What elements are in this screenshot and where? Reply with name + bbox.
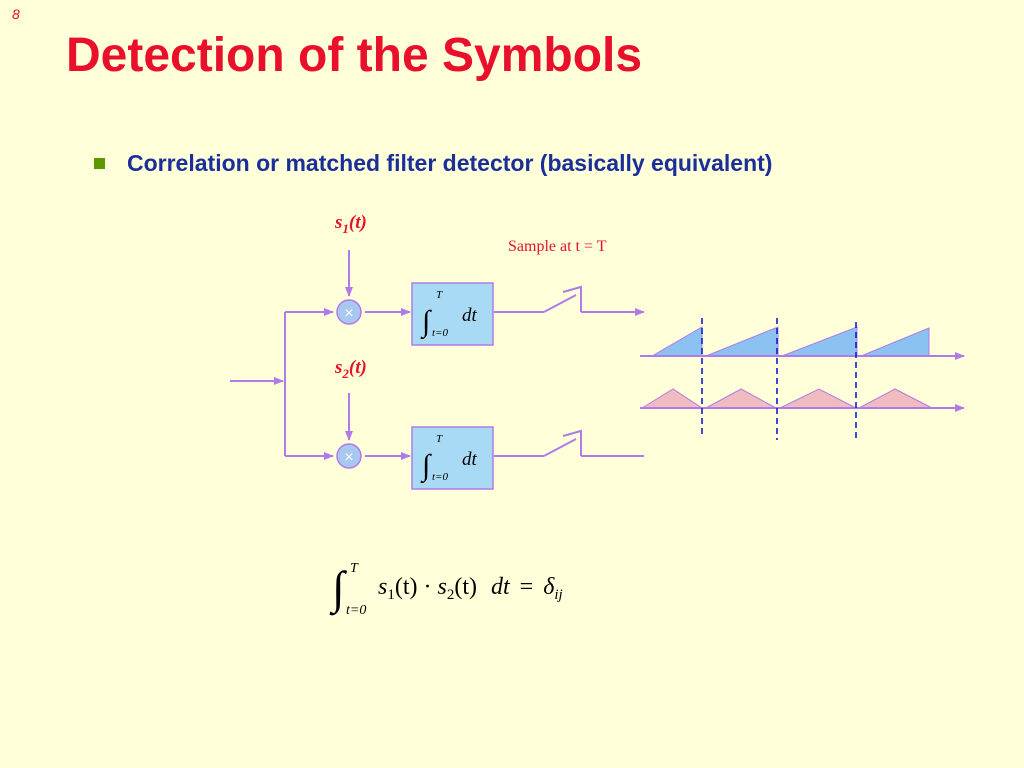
ramp-segment (705, 326, 779, 357)
slide-number: 8 (12, 6, 20, 22)
orthogonality-equation: ∫ T t=0 s1(t)·s2(t)dt=δij (329, 561, 563, 618)
sample-label: Sample at t = T (508, 238, 607, 255)
triangle-segment (779, 388, 857, 409)
integrator-differential: dt (462, 449, 478, 470)
ramp-segment (650, 326, 703, 357)
signal-1-label: s1(t) (334, 212, 367, 236)
integrator-1: ∫ T t=0 dt (411, 282, 494, 346)
integrator-lower-limit: t=0 (432, 327, 448, 339)
integrator-lower-limit: t=0 (432, 471, 448, 483)
triangle-segment (705, 388, 777, 409)
equation-lower-limit: t=0 (346, 603, 366, 618)
ramp-waveform (640, 326, 965, 360)
slide-title: Detection of the Symbols (66, 29, 643, 82)
multiply-icon: × (344, 449, 353, 466)
ramp-segment (781, 326, 858, 357)
switch-1-blade (543, 294, 577, 313)
integrator-upper-limit: T (436, 289, 443, 301)
triangle-waveform (640, 388, 965, 412)
sample-instants (701, 318, 857, 440)
integral-sign-icon: ∫ (329, 562, 347, 616)
multiplier-2: × (336, 443, 362, 469)
integrator-2: ∫ T t=0 dt (411, 426, 494, 490)
equation-upper-limit: T (350, 561, 359, 576)
triangle-segment (858, 388, 933, 409)
wires (230, 250, 645, 460)
switch-2-blade (543, 438, 577, 457)
signal-2-label: s2(t) (334, 357, 367, 381)
bullet-item: Correlation or matched filter detector (… (94, 150, 772, 177)
integral-sign-icon: ∫ (420, 305, 432, 340)
ramp-segment (860, 327, 930, 357)
equation-body: s1(t)·s2(t)dt=δij (378, 574, 563, 603)
integrator-upper-limit: T (436, 433, 443, 445)
triangle-segment (640, 388, 704, 409)
bullet-text: Correlation or matched filter detector (… (127, 150, 773, 176)
integral-sign-icon: ∫ (420, 449, 432, 484)
bullet-square-icon (94, 158, 105, 169)
switch-2-arm (562, 429, 582, 456)
multiplier-1: × (336, 299, 362, 325)
integrator-differential: dt (462, 305, 478, 326)
multiply-icon: × (344, 305, 353, 322)
switch-1-arm (562, 285, 582, 312)
